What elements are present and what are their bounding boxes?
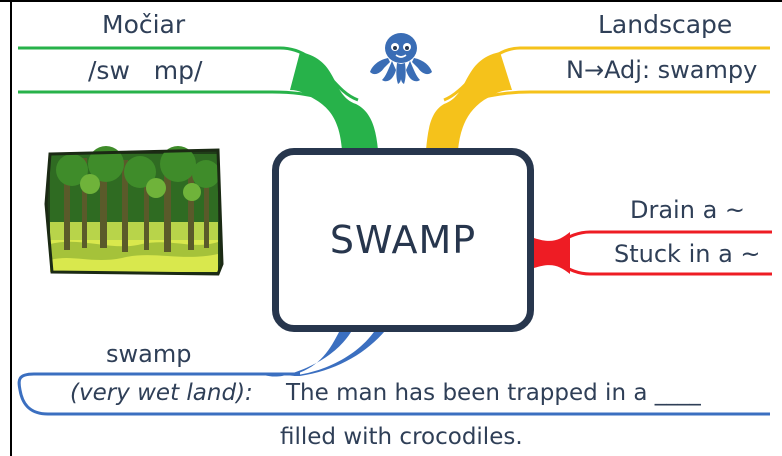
blue-branch-word: swamp	[106, 340, 192, 368]
blue-branch-sentence-line2: filled with crocodiles.	[280, 424, 523, 450]
frame-left-line	[10, 0, 12, 456]
red-branch	[533, 230, 772, 276]
yellow-branch-bottom-text: N→Adj: swampy	[566, 56, 758, 84]
red-branch-bottom-text: Stuck in a ~	[614, 240, 761, 268]
swamp-illustration	[44, 146, 224, 276]
octopus-icon	[370, 33, 432, 84]
blue-branch-definition: (very wet land):	[70, 380, 253, 406]
green-branch-bottom-text: /sw mp/	[88, 56, 203, 85]
central-topic-box: SWAMP	[272, 148, 534, 332]
frame-top-line	[0, 0, 782, 2]
central-topic-title: SWAMP	[329, 218, 477, 262]
red-branch-top-text: Drain a ~	[630, 196, 746, 224]
yellow-branch-top-text: Landscape	[598, 10, 733, 39]
blue-branch-sentence-line1: The man has been trapped in a ____	[286, 380, 701, 406]
yellow-branch	[426, 46, 770, 150]
green-branch-top-text: Močiar	[102, 10, 186, 39]
green-branch	[18, 46, 378, 150]
